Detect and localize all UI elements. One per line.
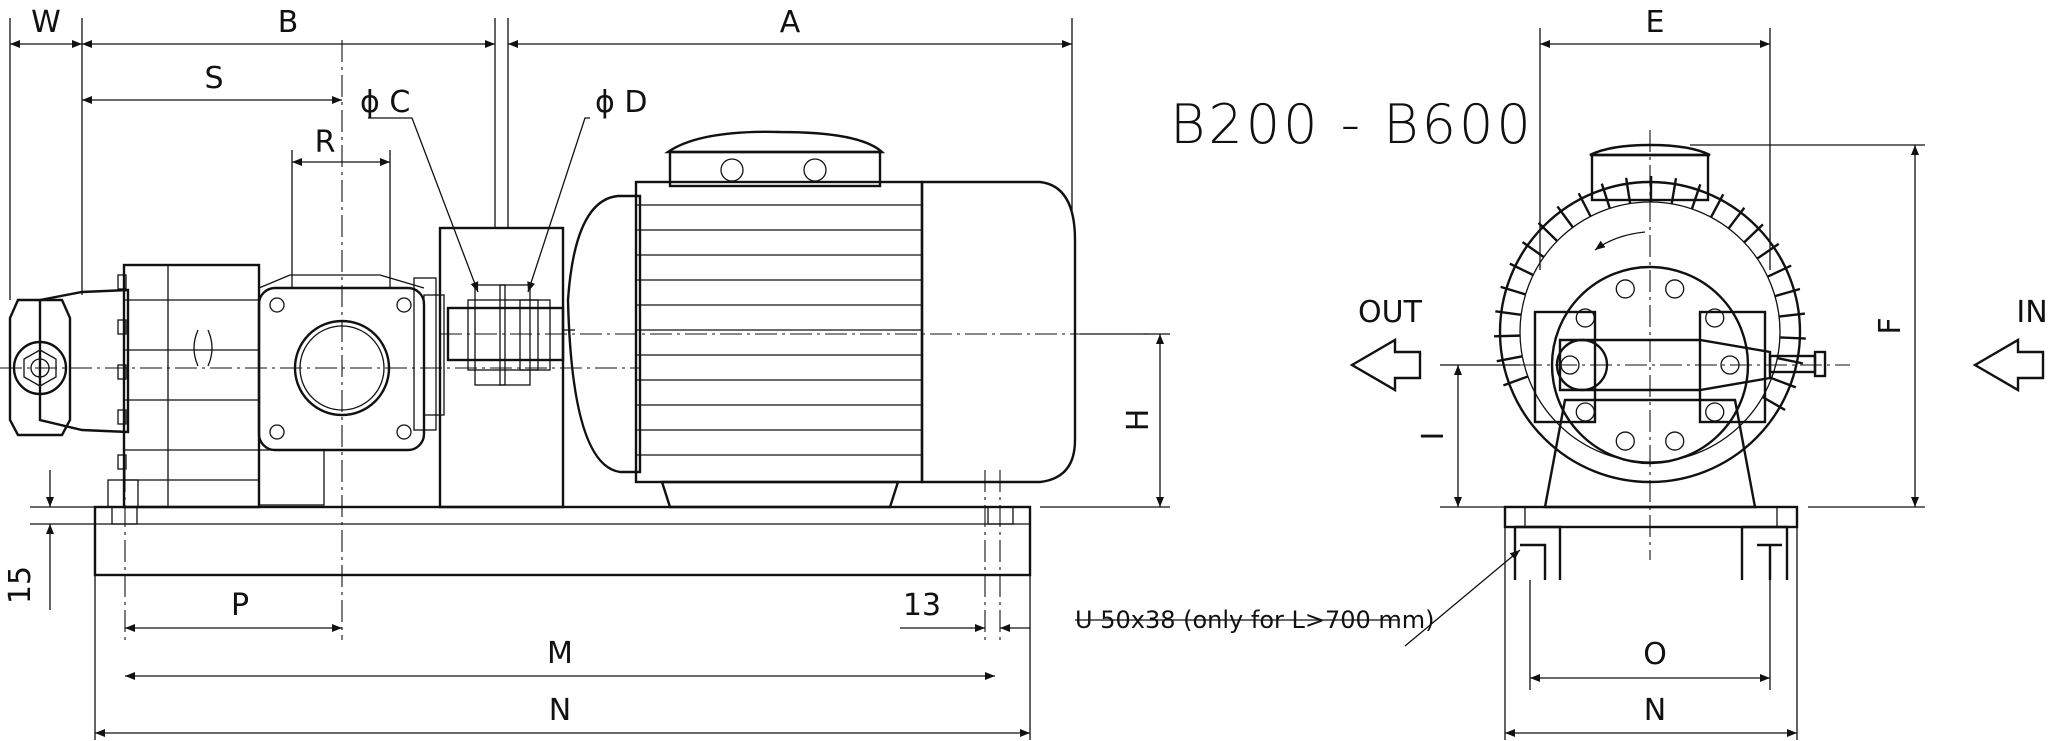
motor-fin <box>1556 205 1574 229</box>
motor-fin <box>1771 377 1797 389</box>
dim-N-side: N <box>549 693 571 728</box>
pump-body <box>8 263 261 509</box>
dim-S: S <box>204 61 223 96</box>
side-view: W B A S ϕ C ϕ D R H 15 P 13 M N <box>0 5 1170 740</box>
dim-13: 13 <box>903 588 941 623</box>
flange-bolt <box>1665 279 1685 299</box>
dim-W: W <box>31 5 61 40</box>
motor-fin <box>1509 262 1534 277</box>
motor-fin <box>1537 221 1558 242</box>
dim-F: F <box>1873 317 1908 334</box>
motor-fin <box>1600 183 1611 209</box>
flange-bolt <box>1705 308 1725 328</box>
port-in-label: IN <box>2016 295 2047 330</box>
dim-A: A <box>780 5 801 40</box>
motor-fin <box>1767 264 1792 278</box>
motor-fin <box>1743 223 1764 244</box>
dim-B: B <box>278 5 299 40</box>
dim-N-front: N <box>1644 693 1666 728</box>
gearbox <box>257 274 445 506</box>
motor-fin <box>1709 193 1725 218</box>
flange-bolt <box>1615 279 1635 299</box>
dim-E: E <box>1646 5 1665 40</box>
motor-fin <box>1727 207 1746 230</box>
motor-fin <box>1761 395 1786 412</box>
flange-bolt <box>1575 402 1595 422</box>
dim-R: R <box>315 125 336 160</box>
motor-fin <box>1756 242 1780 260</box>
motor-fin <box>1502 375 1529 387</box>
motor-fin <box>1779 336 1806 340</box>
motor-fin <box>1774 287 1801 298</box>
motor-fin <box>1500 285 1526 296</box>
motor-fin <box>1577 192 1592 217</box>
flange-bolt <box>1665 431 1685 451</box>
dim-H: H <box>1121 409 1156 432</box>
base-plate <box>93 505 1032 577</box>
dim-I: I <box>1416 432 1451 441</box>
motor-fin <box>1496 355 1523 363</box>
motor-fin <box>1495 310 1522 316</box>
front-view: OUT IN E F I O N <box>1349 5 2048 740</box>
electric-motor <box>566 130 1077 509</box>
flange-bolt <box>1615 431 1635 451</box>
dim-15: 15 <box>3 566 38 604</box>
flange-bolt <box>1705 402 1725 422</box>
motor-fin <box>1778 312 1806 318</box>
drawing-title: B200 - B600 <box>1170 93 1534 156</box>
motor-fin <box>1494 334 1521 338</box>
dim-phi-C: ϕ C <box>360 85 410 120</box>
dim-phi-D: ϕ D <box>595 85 647 120</box>
motor-fin <box>1690 183 1702 210</box>
channel-note: U 50x38 (only for L>700 mm) <box>1075 606 1435 634</box>
dim-P: P <box>231 588 249 623</box>
motor-fin <box>1777 356 1804 365</box>
dim-O: O <box>1643 637 1667 672</box>
port-out-label: OUT <box>1358 295 1423 330</box>
dim-M: M <box>547 636 573 671</box>
